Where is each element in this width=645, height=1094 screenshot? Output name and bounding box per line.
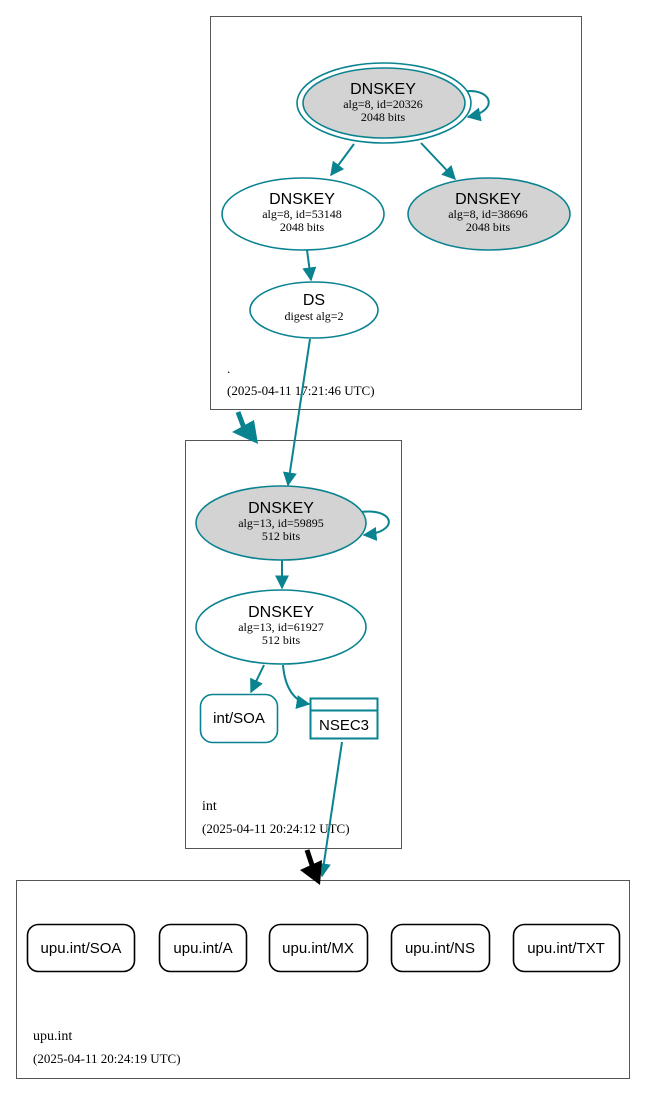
zone-int-timestamp: (2025-04-11 20:24:12 UTC) <box>202 821 350 836</box>
nsec3-label: NSEC3 <box>319 717 369 734</box>
zone-upu-name: upu.int <box>33 1029 72 1044</box>
int-zsk-line1: alg=13, id=61927 <box>238 620 324 634</box>
root-other-ellipse <box>407 177 571 251</box>
delegation-root-to-int-shaft <box>235 411 247 429</box>
int-zsk-ellipse <box>195 589 367 665</box>
root-other-line2: 2048 bits <box>466 220 511 234</box>
node-root-ds: DS digest alg=2 <box>249 281 379 339</box>
edges <box>250 90 490 878</box>
record-upu-ns-label: upu.int/NS <box>405 940 475 957</box>
zone-int-border <box>185 440 402 849</box>
edge-int-ksk-self <box>360 510 390 541</box>
int-ksk-ellipse <box>195 485 367 561</box>
node-int-ksk: DNSKEY alg=13, id=59895 512 bits <box>195 485 367 561</box>
edge-root-ksk-to-other <box>420 142 456 181</box>
record-upu-txt-label: upu.int/TXT <box>527 940 605 957</box>
zone-root-border <box>210 16 582 410</box>
record-upu-mx: upu.int/MX <box>268 923 369 973</box>
record-upu-mx-label: upu.int/MX <box>282 940 354 957</box>
node-root-ksk: DNSKEY alg=8, id=20326 2048 bits <box>296 62 472 144</box>
edge-int-zsk-to-soa <box>250 664 265 694</box>
record-upu-a: upu.int/A <box>158 923 248 973</box>
delegation-arrows <box>232 411 322 885</box>
record-upu-a-label: upu.int/A <box>173 940 232 957</box>
root-zsk-line1: alg=8, id=53148 <box>262 207 342 221</box>
nsec3-box <box>309 697 379 740</box>
root-zsk-line2: 2048 bits <box>280 220 325 234</box>
edge-root-ksk-to-zsk <box>330 143 355 177</box>
int-ksk-line2: 512 bits <box>262 529 301 543</box>
int-zsk-line2: 512 bits <box>262 633 301 647</box>
record-upu-soa-label: upu.int/SOA <box>41 940 122 957</box>
record-upu-soa: upu.int/SOA <box>26 923 136 973</box>
root-zsk-ellipse <box>221 177 385 251</box>
node-int-soa: int/SOA <box>199 693 279 744</box>
zone-int: int (2025-04-11 20:24:12 UTC) <box>185 440 402 849</box>
root-ksk-ellipse <box>302 67 466 139</box>
zone-upu-timestamp: (2025-04-11 20:24:19 UTC) <box>33 1051 181 1066</box>
int-ksk-title: DNSKEY <box>248 500 314 517</box>
delegation-int-to-upu-head <box>300 860 322 885</box>
node-root-zsk: DNSKEY alg=8, id=53148 2048 bits <box>221 177 385 251</box>
int-soa-box <box>199 693 279 744</box>
root-ksk-line2: 2048 bits <box>361 110 406 124</box>
record-upu-txt: upu.int/TXT <box>512 923 621 973</box>
root-ds-line1: digest alg=2 <box>284 309 343 323</box>
edge-int-zsk-to-nsec3 <box>282 664 311 709</box>
root-zsk-title: DNSKEY <box>269 191 335 208</box>
edge-nsec3-to-upu <box>316 741 343 878</box>
root-ksk-line1: alg=8, id=20326 <box>343 97 423 111</box>
zone-int-name: int <box>202 799 217 814</box>
upu-records: upu.int/SOA upu.int/A upu.int/MX upu.int… <box>26 923 621 973</box>
edge-root-zsk-to-ds <box>302 249 317 282</box>
zone-root-name: . <box>227 361 230 376</box>
root-ds-ellipse <box>249 281 379 339</box>
zone-upu-border <box>16 880 630 1079</box>
root-ksk-title: DNSKEY <box>350 81 416 98</box>
root-ds-title: DS <box>303 292 325 309</box>
zone-root: . (2025-04-11 17:21:46 UTC) <box>210 16 582 410</box>
int-ksk-line1: alg=13, id=59895 <box>238 516 324 530</box>
edge-ds-to-int-ksk <box>282 338 311 487</box>
node-root-other-key: DNSKEY alg=8, id=38696 2048 bits <box>407 177 571 251</box>
node-int-zsk: DNSKEY alg=13, id=61927 512 bits <box>195 589 367 665</box>
int-zsk-title: DNSKEY <box>248 604 314 621</box>
edge-root-ksk-self <box>461 90 490 122</box>
record-upu-ns: upu.int/NS <box>390 923 491 973</box>
delegation-root-to-int-head <box>232 420 258 444</box>
root-other-line1: alg=8, id=38696 <box>448 207 528 221</box>
zone-root-timestamp: (2025-04-11 17:21:46 UTC) <box>227 383 375 398</box>
node-int-nsec3: NSEC3 <box>309 697 379 740</box>
root-other-title: DNSKEY <box>455 191 521 208</box>
int-soa-label: int/SOA <box>213 710 265 727</box>
zone-upu: upu.int (2025-04-11 20:24:19 UTC) <box>16 880 630 1079</box>
